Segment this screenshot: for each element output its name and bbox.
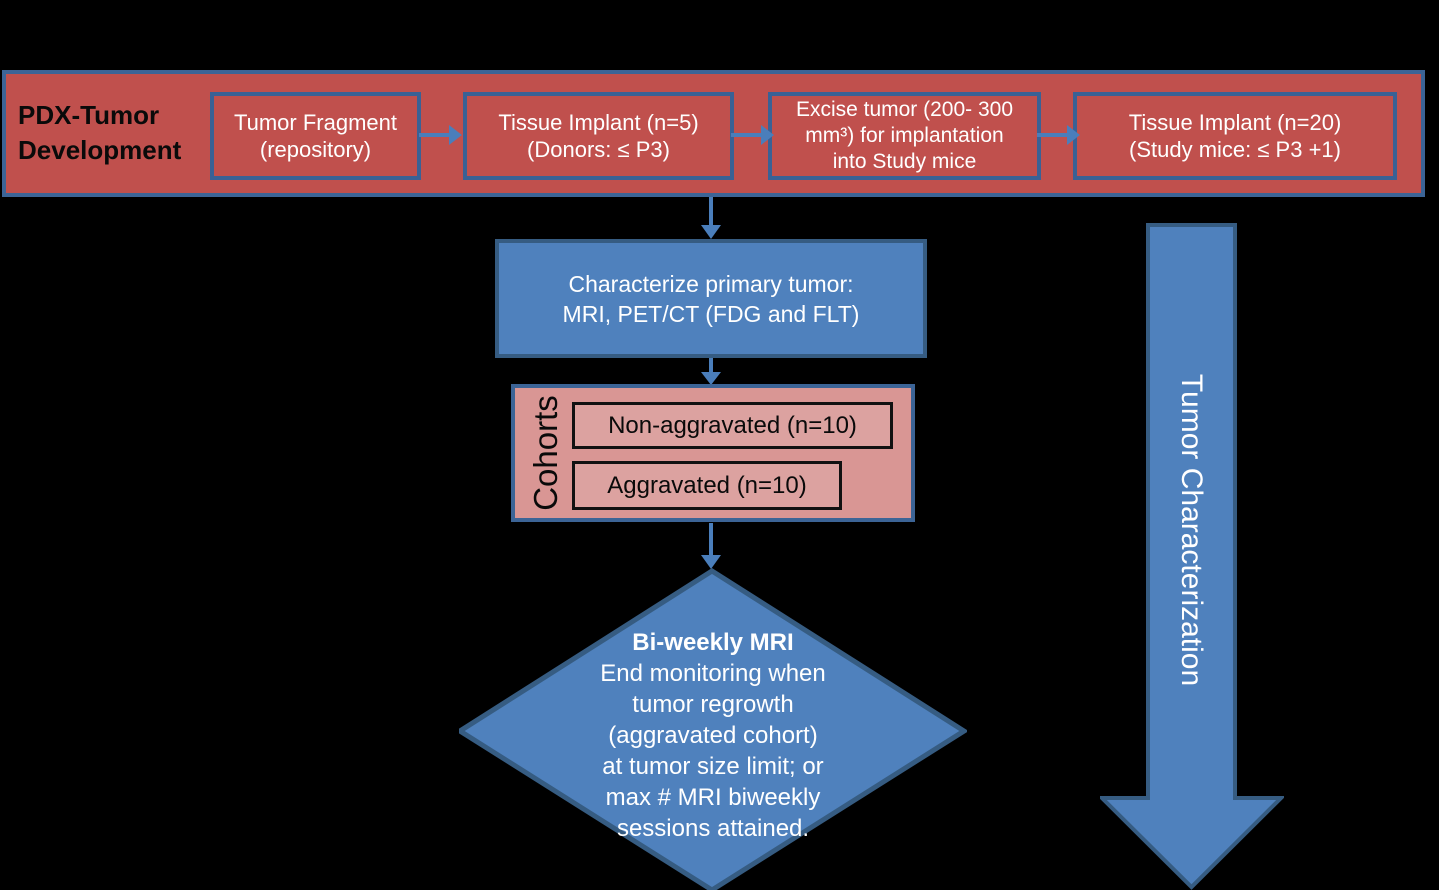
characterize-line2: MRI, PET/CT (FDG and FLT) bbox=[562, 300, 860, 327]
step-excise-tumor-line1: Excise tumor (200- 300 bbox=[795, 98, 1014, 121]
decision-line7: sessions attained. bbox=[616, 814, 810, 842]
step-tissue-implant-donors: Tissue Implant (n=5) (Donors: ≤ P3) bbox=[463, 92, 734, 180]
tumor-characterization-arrow-shape bbox=[1100, 223, 1284, 890]
decision-line6: max # MRI biweekly bbox=[605, 783, 821, 811]
cohorts-group: Cohorts Non-aggravated (n=10) Aggravated… bbox=[511, 384, 915, 522]
decision-diamond-shape bbox=[459, 568, 967, 890]
arrow-right-icon bbox=[1037, 125, 1080, 145]
step-characterize-primary-tumor: Characterize primary tumor: MRI, PET/CT … bbox=[495, 239, 927, 358]
characterize-line1: Characterize primary tumor: bbox=[568, 270, 854, 297]
decision-line3: tumor regrowth bbox=[632, 690, 794, 718]
cohorts-label: Cohorts bbox=[527, 395, 564, 511]
tumor-characterization-label: Tumor Characterization bbox=[1175, 373, 1208, 687]
cohort-non-aggravated-label: Non-aggravated (n=10) bbox=[608, 411, 857, 439]
decision-line2: End monitoring when bbox=[600, 659, 826, 687]
banner-title-line1: PDX-Tumor bbox=[18, 100, 160, 130]
banner-title: PDX-Tumor Development bbox=[18, 98, 181, 168]
banner-title-line2: Development bbox=[18, 135, 182, 165]
cohort-aggravated: Aggravated (n=10) bbox=[572, 461, 842, 510]
arrow-right-icon bbox=[419, 125, 462, 145]
step-excise-tumor-line2: mm³) for implantation bbox=[805, 124, 1004, 147]
step-tumor-fragment: Tumor Fragment (repository) bbox=[210, 92, 421, 180]
decision-line4: (aggravated cohort) bbox=[608, 721, 818, 749]
decision-line1: Bi-weekly MRI bbox=[632, 628, 794, 656]
decision-biweekly-mri: Bi-weekly MRI End monitoring when tumor … bbox=[509, 568, 917, 890]
step-tumor-fragment-line2: (repository) bbox=[259, 137, 372, 162]
step-excise-tumor: Excise tumor (200- 300 mm³) for implanta… bbox=[768, 92, 1041, 180]
step-tissue-implant-study-line2: (Study mice: ≤ P3 +1) bbox=[1129, 137, 1341, 162]
decision-line5: at tumor size limit; or bbox=[602, 752, 824, 780]
step-tumor-fragment-line1: Tumor Fragment bbox=[233, 110, 397, 135]
step-excise-tumor-line3: into Study mice bbox=[832, 150, 977, 173]
step-tissue-implant-study: Tissue Implant (n=20) (Study mice: ≤ P3 … bbox=[1073, 92, 1397, 180]
step-tissue-implant-study-line1: Tissue Implant (n=20) bbox=[1128, 110, 1342, 135]
step-tissue-implant-donors-line1: Tissue Implant (n=5) bbox=[498, 110, 699, 135]
arrow-down-icon bbox=[701, 197, 721, 239]
step-tissue-implant-donors-line2: (Donors: ≤ P3) bbox=[527, 137, 670, 162]
arrow-down-icon bbox=[701, 358, 721, 385]
arrow-down-icon bbox=[701, 523, 721, 569]
pdx-development-banner: PDX-Tumor Development Tumor Fragment (re… bbox=[2, 70, 1425, 197]
cohort-non-aggravated: Non-aggravated (n=10) bbox=[572, 402, 893, 449]
arrow-right-icon bbox=[731, 125, 774, 145]
cohort-aggravated-label: Aggravated (n=10) bbox=[607, 471, 807, 499]
